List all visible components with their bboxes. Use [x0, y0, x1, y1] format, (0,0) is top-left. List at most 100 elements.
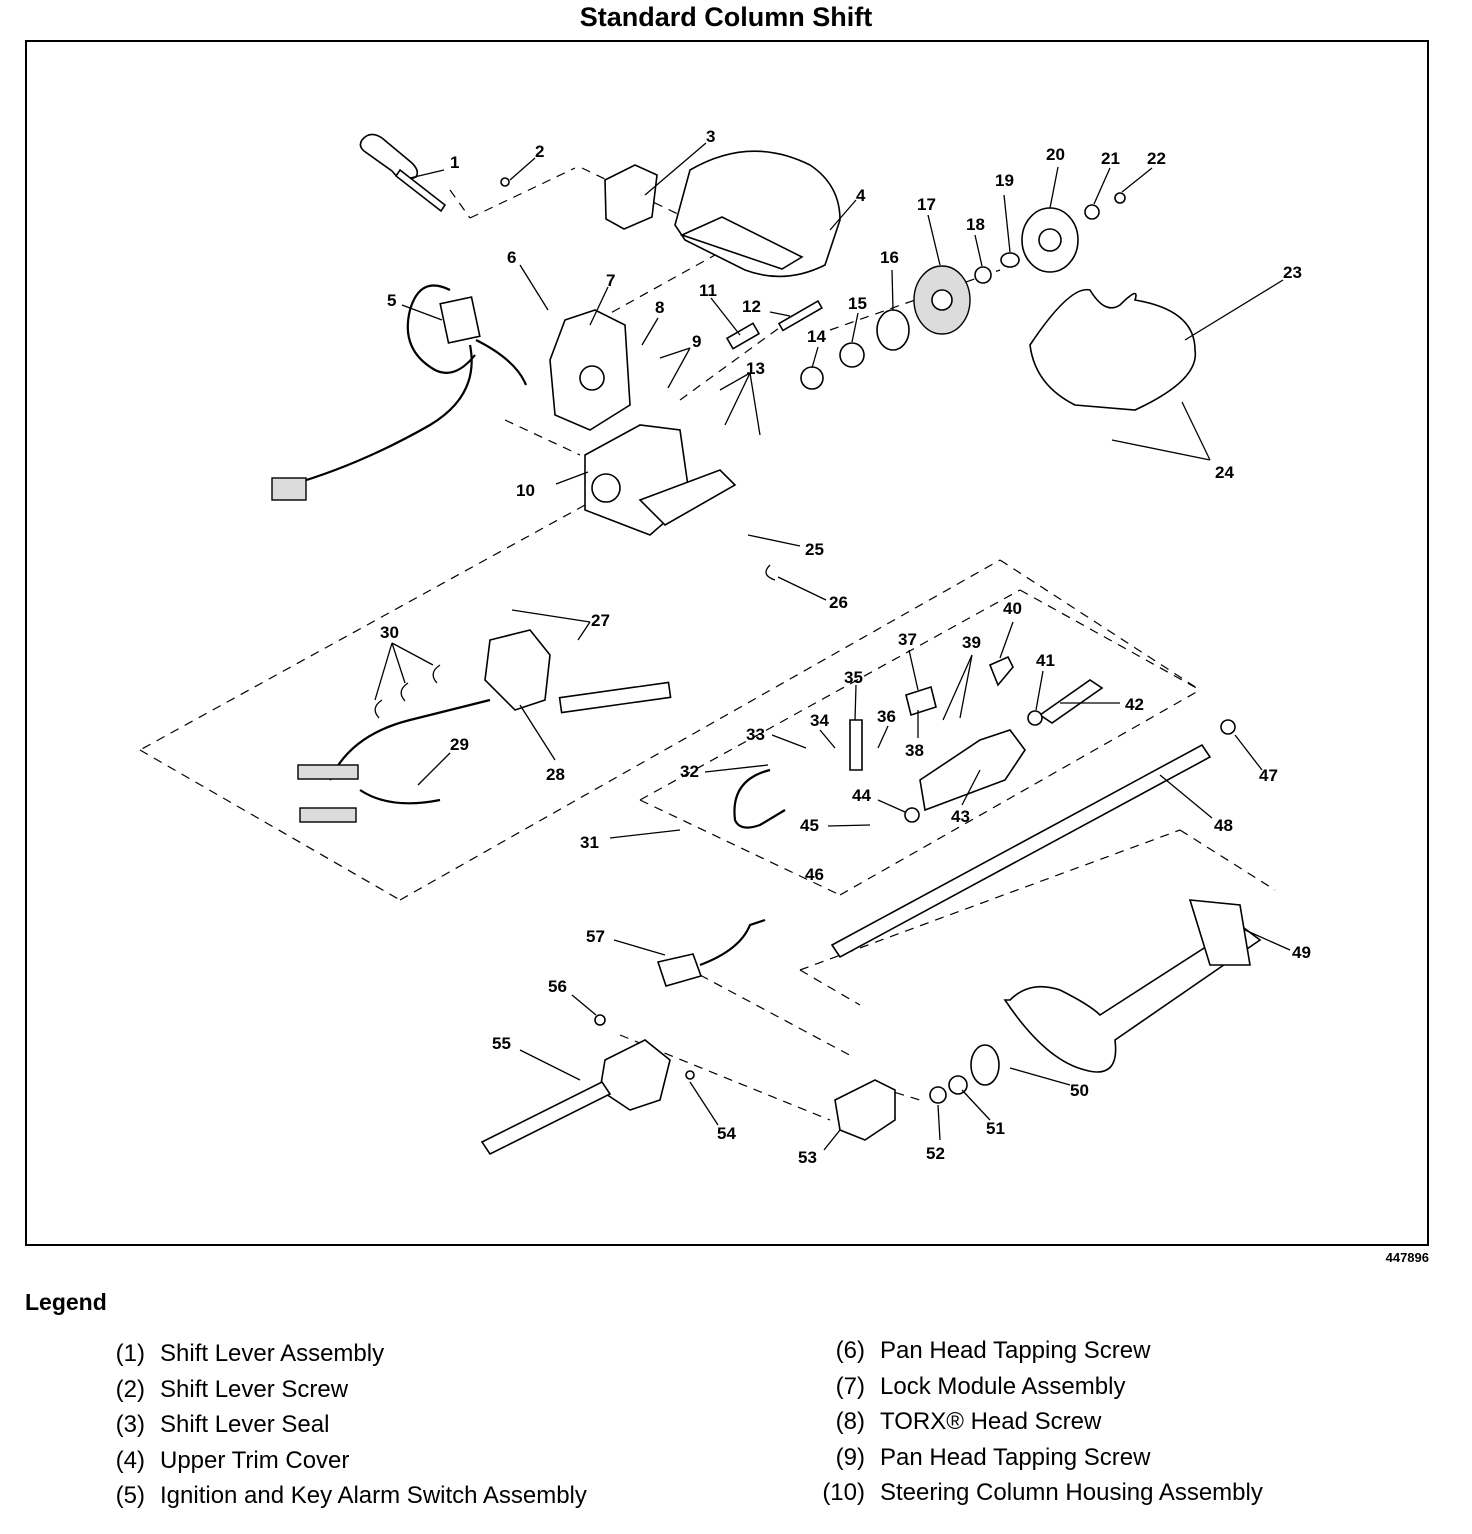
retainer-51 — [948, 1075, 968, 1095]
legend-item-number: (9) — [835, 1443, 865, 1471]
callout-37: 37 — [898, 630, 917, 649]
callout-29: 29 — [450, 735, 469, 754]
lever-40 — [988, 655, 1014, 687]
bearing-50 — [970, 1044, 1000, 1086]
callout-13: 13 — [746, 359, 765, 378]
callout-15: 15 — [848, 294, 867, 313]
callout-22: 22 — [1147, 149, 1166, 168]
callout-26: 26 — [829, 593, 848, 612]
callout-46: 46 — [805, 865, 824, 884]
legend-item: (7) Lock Module Assembly — [808, 1369, 1263, 1405]
callout-3: 3 — [706, 127, 715, 146]
nut-22 — [1114, 192, 1126, 204]
legend-item-number: (6) — [835, 1337, 865, 1364]
bracket-38 — [905, 685, 937, 717]
callout-25: 25 — [805, 540, 824, 559]
callout-28: 28 — [546, 765, 565, 784]
callout-43: 43 — [951, 807, 970, 826]
legend-item-label: Pan Head Tapping Screw — [880, 1443, 1151, 1471]
legend-item-number: (1) — [115, 1340, 145, 1367]
callout-12: 12 — [742, 297, 761, 316]
washer-52 — [929, 1086, 947, 1104]
figure-id: 447896 — [1385, 1250, 1429, 1265]
callout-7: 7 — [606, 271, 615, 290]
legend-item: (8) TORX® Head Screw — [808, 1404, 1263, 1440]
legend-heading: Legend — [25, 1289, 107, 1315]
callout-10: 10 — [516, 481, 535, 500]
legend-item: (10) Steering Column Housing Assembly — [808, 1475, 1263, 1511]
legend-item: (3) Shift Lever Seal — [88, 1407, 587, 1443]
shift-bowl-43 — [919, 729, 1026, 812]
legend-right-column: (6) Pan Head Tapping Screw (7) Lock Modu… — [808, 1333, 1263, 1511]
callout-51: 51 — [986, 1119, 1005, 1138]
callout-27: 27 — [591, 611, 610, 630]
shift-lever-screw — [500, 177, 510, 187]
callout-4: 4 — [856, 186, 866, 205]
legend-item-label: Upper Trim Cover — [160, 1446, 350, 1474]
bushing-44 — [904, 807, 920, 823]
callout-20: 20 — [1046, 145, 1065, 164]
callout-52: 52 — [926, 1144, 945, 1163]
spring-56 — [594, 1014, 606, 1026]
callout-2: 2 — [535, 142, 544, 161]
callout-53: 53 — [798, 1148, 817, 1167]
lock-cylinder-55 — [480, 1039, 671, 1156]
callout-39: 39 — [962, 633, 981, 652]
screw-54 — [685, 1070, 695, 1080]
ring-21 — [1084, 204, 1100, 220]
column-jacket — [1003, 924, 1262, 1073]
lower-trim-cover — [1029, 288, 1197, 411]
retaining-rings-30 — [374, 664, 441, 719]
bushing-41 — [1027, 710, 1043, 726]
callout-54: 54 — [717, 1124, 736, 1143]
ring-47 — [1220, 719, 1236, 735]
legend-item: (4) Upper Trim Cover — [88, 1443, 587, 1479]
shift-lever-assembly — [359, 133, 447, 213]
spring-11 — [725, 322, 761, 350]
legend-item-label: TORX® Head Screw — [880, 1408, 1102, 1435]
callout-30: 30 — [380, 623, 399, 642]
legend-item-label: Shift Lever Assembly — [160, 1340, 385, 1367]
callout-6: 6 — [507, 248, 516, 267]
legend-left-column: (1) Shift Lever Assembly (2) Shift Lever… — [88, 1336, 587, 1514]
legend-item-number: (2) — [115, 1375, 145, 1403]
callout-labels: 1 2 3 4 5 6 7 8 9 10 11 12 13 14 15 16 1… — [380, 127, 1311, 1167]
legend-item: (9) Pan Head Tapping Screw — [808, 1440, 1263, 1476]
legend-item-label: Pan Head Tapping Screw — [880, 1337, 1151, 1364]
legend-item-label: Shift Lever Seal — [160, 1411, 330, 1438]
washer-18 — [974, 266, 992, 284]
callout-14: 14 — [807, 327, 826, 346]
adapter-53 — [834, 1079, 896, 1141]
callout-18: 18 — [966, 215, 985, 234]
callout-31: 31 — [580, 833, 599, 852]
turn-signal-switch-assembly — [297, 629, 672, 823]
legend-item-number: (3) — [115, 1411, 145, 1438]
ring-19 — [1000, 252, 1020, 268]
diagram-title: Standard Column Shift — [579, 2, 873, 32]
plate-16 — [876, 309, 910, 351]
callout-34: 34 — [810, 711, 829, 730]
callout-1: 1 — [450, 153, 459, 172]
rod-42 — [1038, 679, 1104, 724]
callout-40: 40 — [1003, 599, 1022, 618]
callout-16: 16 — [880, 248, 899, 267]
legend-item-number: (4) — [115, 1446, 145, 1474]
callout-17: 17 — [917, 195, 936, 214]
legend-item-number: (5) — [115, 1482, 145, 1509]
diagram-frame — [25, 40, 1429, 1246]
legend-item-label: Lock Module Assembly — [880, 1372, 1126, 1400]
callout-21: 21 — [1101, 149, 1120, 168]
legend-item: (1) Shift Lever Assembly — [88, 1336, 587, 1372]
callout-55: 55 — [492, 1034, 511, 1053]
callout-44: 44 — [852, 786, 871, 805]
legend-item-number: (10) — [822, 1479, 865, 1506]
shift-lever-seal — [604, 164, 658, 230]
switch-57 — [656, 918, 766, 987]
pawl-35 — [849, 719, 863, 771]
callout-19: 19 — [995, 171, 1014, 190]
callout-38: 38 — [905, 741, 924, 760]
spring-15 — [839, 342, 865, 368]
legend-item: (6) Pan Head Tapping Screw — [808, 1333, 1263, 1369]
legend-item-label: Shift Lever Screw — [160, 1375, 349, 1403]
callout-23: 23 — [1283, 263, 1302, 282]
